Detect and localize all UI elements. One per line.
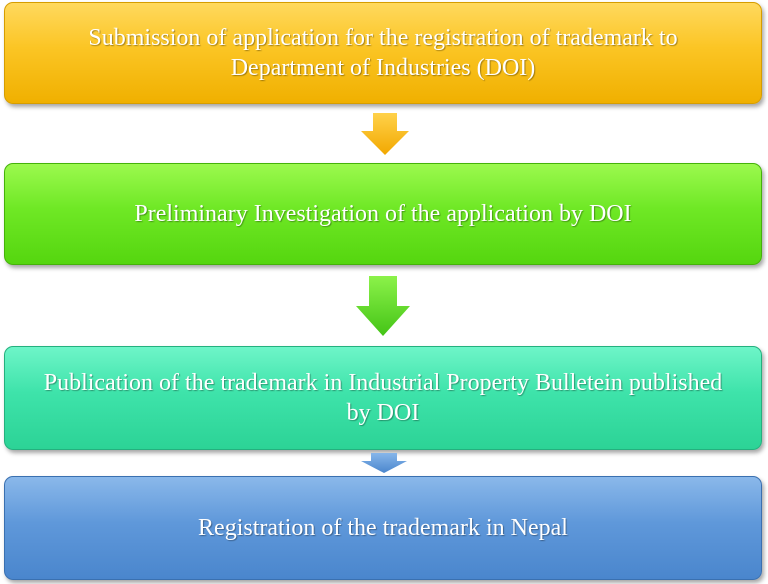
step-submission-text: Submission of application for the regist… [88, 25, 678, 81]
arrow-down-icon [361, 113, 409, 155]
step-publication-text: Publication of the trademark in Industri… [43, 370, 723, 426]
step-registration: Registration of the trademark in Nepal [4, 476, 762, 580]
step-publication: Publication of the trademark in Industri… [4, 346, 762, 450]
arrow-down-icon [356, 276, 410, 336]
step-preliminary-investigation-text: Preliminary Investigation of the applica… [134, 201, 632, 227]
step-preliminary-investigation: Preliminary Investigation of the applica… [4, 163, 762, 265]
step-submission: Submission of application for the regist… [4, 2, 762, 104]
arrow-down-icon [361, 453, 407, 473]
step-registration-text: Registration of the trademark in Nepal [198, 515, 568, 541]
